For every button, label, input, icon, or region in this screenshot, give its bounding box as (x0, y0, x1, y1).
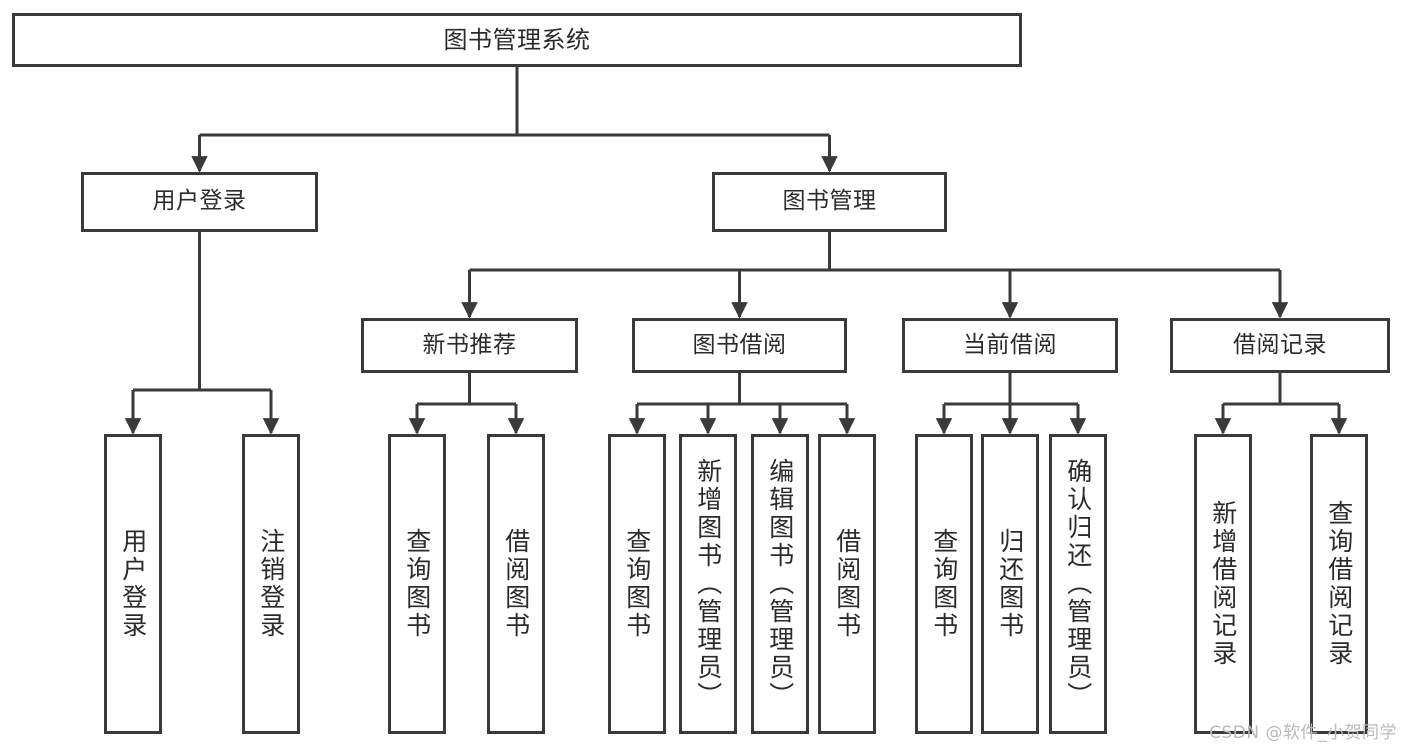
node-label: 当前借阅 (963, 331, 1057, 358)
node-label: 新增借阅记录 (1208, 500, 1238, 668)
node-label: 归还图书 (995, 528, 1025, 640)
node-label: 查询图书 (402, 528, 432, 640)
node-label: 编辑图书（管理员） (765, 458, 795, 710)
node-label: 借阅图书 (832, 528, 862, 640)
node-label: 借阅图书 (501, 528, 531, 640)
leaf-user-login[interactable]: 用户登录 (104, 434, 162, 734)
node-label: 用户登录 (118, 528, 148, 640)
node-label: 注销登录 (256, 528, 286, 640)
node-book-manage[interactable]: 图书管理 (712, 172, 947, 232)
node-label: 新书推荐 (422, 331, 517, 358)
node-current-borrow[interactable]: 当前借阅 (902, 318, 1118, 373)
leaf-query-book[interactable]: 查询图书 (608, 434, 666, 734)
node-label: 查询借阅记录 (1324, 500, 1354, 668)
node-label: 新增图书（管理员） (693, 458, 723, 710)
leaf-edit-book-admin[interactable]: 编辑图书（管理员） (751, 434, 809, 734)
leaf-add-book-admin[interactable]: 新增图书（管理员） (679, 434, 737, 734)
node-label: 图书管理系统 (443, 25, 591, 54)
node-book-borrow[interactable]: 图书借阅 (632, 318, 847, 373)
leaf-query-book-recommend[interactable]: 查询图书 (388, 434, 446, 734)
node-root[interactable]: 图书管理系统 (12, 13, 1022, 67)
node-label: 查询图书 (622, 528, 652, 640)
node-new-book-recommend[interactable]: 新书推荐 (361, 318, 578, 373)
node-label: 图书借阅 (692, 331, 787, 358)
node-borrow-record[interactable]: 借阅记录 (1170, 318, 1390, 373)
leaf-borrow-book[interactable]: 借阅图书 (818, 434, 876, 734)
leaf-query-borrow-record[interactable]: 查询借阅记录 (1310, 434, 1368, 734)
node-user-login[interactable]: 用户登录 (81, 172, 318, 232)
node-label: 确认归还（管理员） (1063, 458, 1093, 710)
leaf-add-borrow-record[interactable]: 新增借阅记录 (1194, 434, 1252, 734)
node-label: 借阅记录 (1233, 331, 1327, 358)
node-label: 查询图书 (929, 528, 959, 640)
leaf-return-book[interactable]: 归还图书 (981, 434, 1039, 734)
node-label: 图书管理 (782, 188, 877, 215)
leaf-query-book-current[interactable]: 查询图书 (915, 434, 973, 734)
leaf-logout[interactable]: 注销登录 (242, 434, 300, 734)
node-label: 用户登录 (152, 188, 247, 215)
leaf-confirm-return-admin[interactable]: 确认归还（管理员） (1049, 434, 1107, 734)
csdn-watermark: CSDN @软件_小贺同学 (1209, 723, 1397, 743)
leaf-borrow-book-recommend[interactable]: 借阅图书 (487, 434, 545, 734)
